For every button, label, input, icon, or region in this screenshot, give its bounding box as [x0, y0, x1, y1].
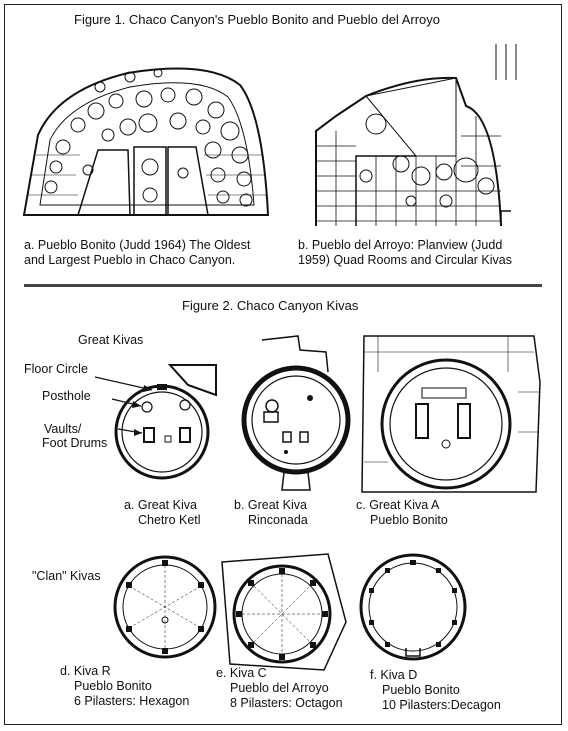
figure-1a-caption-line1: a. Pueblo Bonito (Judd 1964) The Oldest — [24, 238, 251, 252]
section-divider — [24, 284, 542, 287]
kiva-d-pueblo-bonito — [356, 550, 470, 664]
figure-frame — [4, 4, 562, 725]
figure-1-title: Figure 1. Chaco Canyon's Pueblo Bonito a… — [74, 12, 440, 27]
great-kiva-a-line2: Chetro Ketl — [138, 513, 201, 527]
kiva-d-line2: Pueblo Bonito — [382, 683, 460, 697]
pueblo-del-arroyo-plan — [296, 36, 558, 236]
label-foot-drums: Foot Drums — [42, 436, 108, 450]
great-kiva-rinconada — [238, 332, 350, 492]
great-kiva-b-line2: Rinconada — [248, 513, 308, 527]
kiva-c-line3: 8 Pilasters: Octagon — [230, 696, 343, 710]
kiva-c-line1: e. Kiva C — [216, 666, 267, 680]
great-kiva-b-line1: b. Great Kiva — [234, 498, 307, 512]
kiva-c-line2: Pueblo del Arroyo — [230, 681, 329, 695]
figure-2-title: Figure 2. Chaco Canyon Kivas — [182, 298, 359, 313]
great-kiva-c-line2: Pueblo Bonito — [370, 513, 448, 527]
figure-1b-caption-line1: b. Pueblo del Arroyo: Planview (Judd — [298, 238, 503, 252]
figure-1b-caption-line2: 1959) Quad Rooms and Circular Kivas — [298, 253, 512, 267]
kiva-r-line1: d. Kiva R — [60, 664, 111, 678]
kiva-c-pueblo-del-arroyo — [220, 552, 350, 674]
kiva-r-line3: 6 Pilasters: Hexagon — [74, 694, 190, 708]
kiva-d-line1: f. Kiva D — [370, 668, 418, 682]
great-kiva-a-line1: a. Great Kiva — [124, 498, 197, 512]
label-posthole: Posthole — [42, 389, 91, 403]
great-kiva-chetro-ketl — [20, 340, 220, 490]
kiva-r-pueblo-bonito — [110, 552, 220, 662]
great-kiva-a-pueblo-bonito — [358, 332, 546, 498]
figure-1a-caption-line2: and Largest Pueblo in Chaco Canyon. — [24, 253, 236, 267]
great-kiva-c-line1: c. Great Kiva A — [356, 498, 440, 512]
label-vaults: Vaults/ — [44, 422, 82, 436]
label-clan-kivas: "Clan" Kivas — [32, 569, 101, 583]
label-floor-circle: Floor Circle — [24, 362, 88, 376]
kiva-r-line2: Pueblo Bonito — [74, 679, 152, 693]
label-great-kivas: Great Kivas — [78, 333, 144, 347]
kiva-d-line3: 10 Pilasters:Decagon — [382, 698, 501, 712]
pueblo-bonito-plan — [18, 55, 280, 230]
